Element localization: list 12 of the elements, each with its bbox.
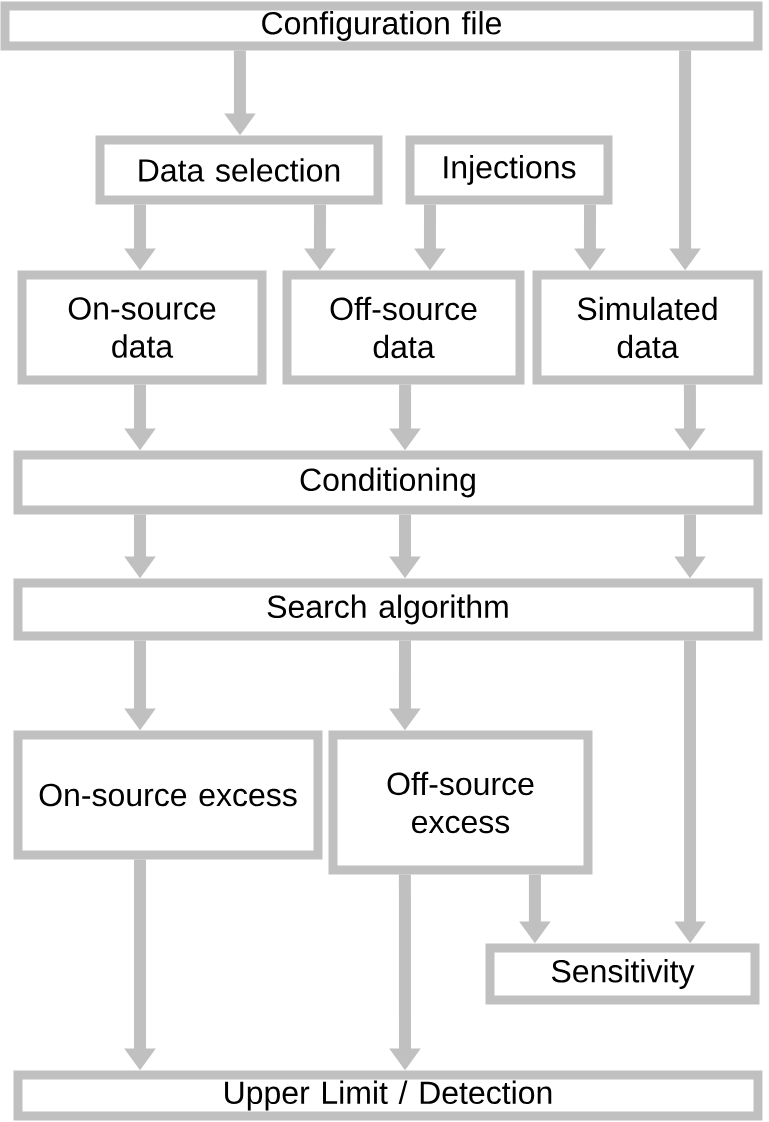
process-box: Configuration file [0, 1, 763, 51]
process-box: Injections [405, 135, 613, 205]
process-box: On-source excess [13, 730, 323, 860]
process-box: Conditioning [13, 450, 763, 515]
process-box: Upper Limit / Detection [13, 1070, 763, 1121]
process-box: Simulated data [532, 270, 763, 385]
process-box: Off-source excess [328, 730, 593, 875]
process-box: On-source data [17, 270, 267, 385]
process-box: Sensitivity [485, 943, 760, 1005]
process-box: Search algorithm [13, 578, 763, 641]
process-box: Off-source data [282, 270, 525, 385]
process-box: Data selection [95, 135, 383, 205]
